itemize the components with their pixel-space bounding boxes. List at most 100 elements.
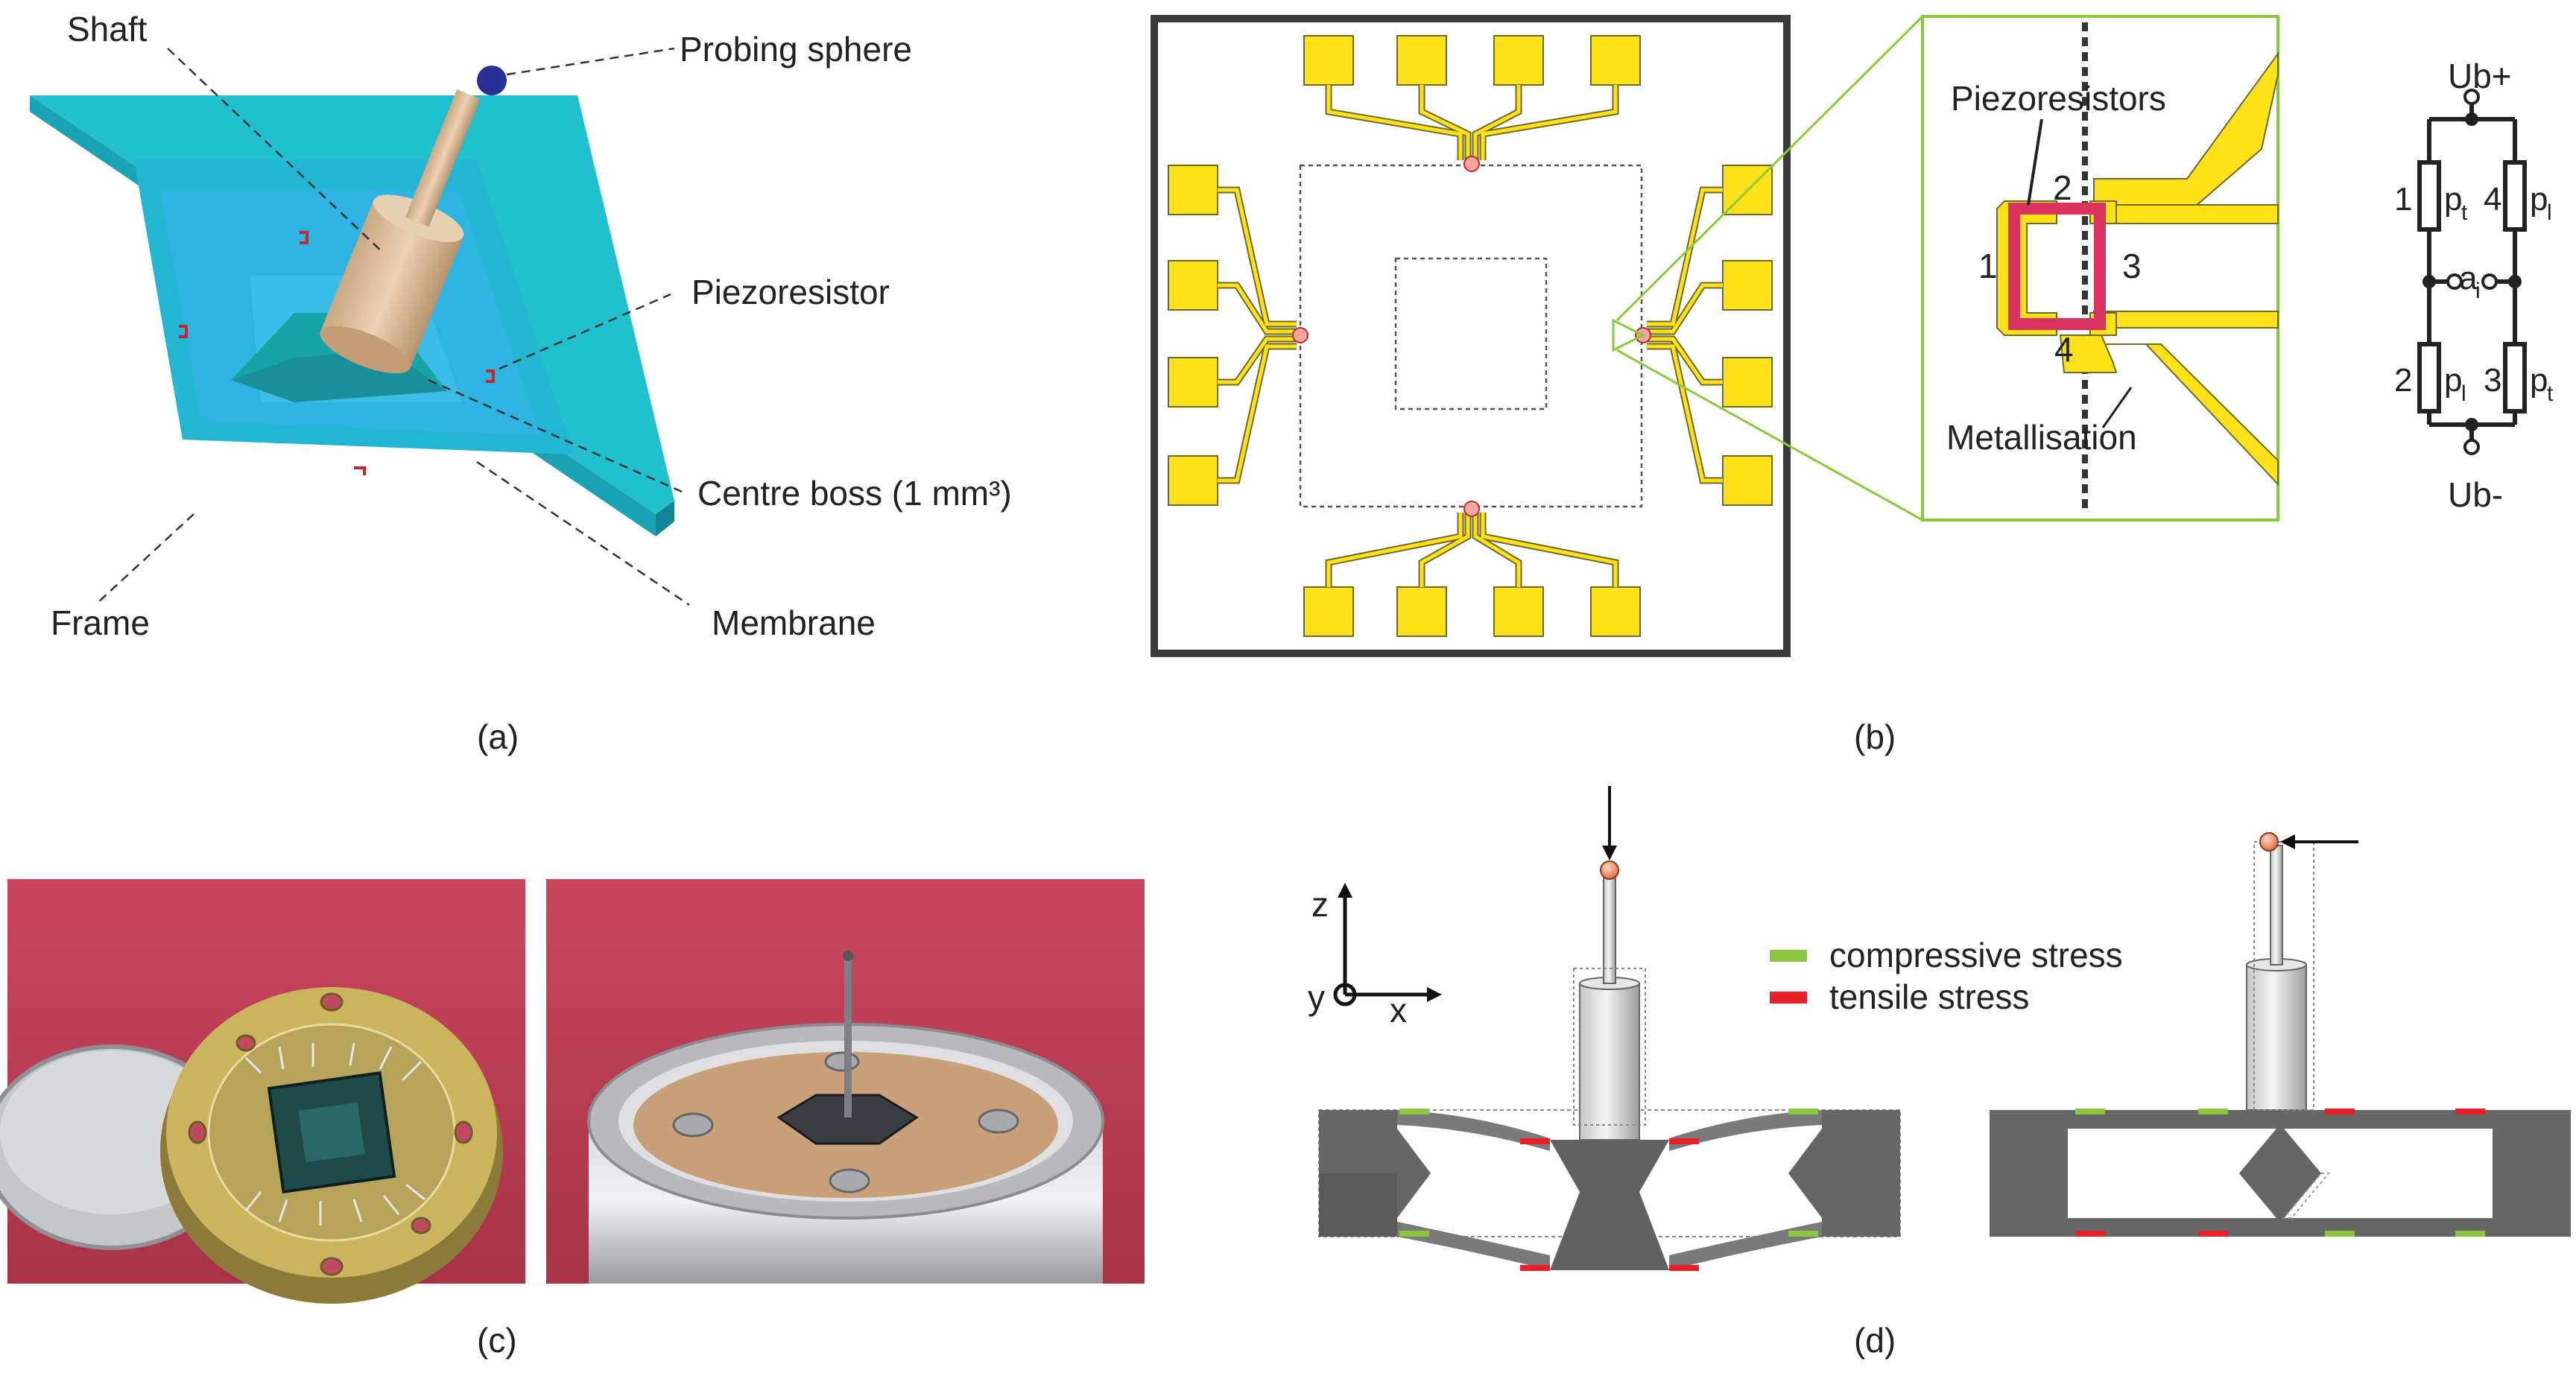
label-frame: Frame (51, 603, 150, 642)
shaft (320, 89, 481, 374)
probing-sphere (477, 66, 507, 95)
caption-a: (a) (477, 717, 519, 756)
metal-trace (1420, 85, 1470, 160)
metal-trace (1647, 188, 1723, 326)
leader-metallisation (2101, 387, 2133, 428)
bond-pad (1396, 35, 1447, 86)
boss-outline (1394, 257, 1548, 410)
label-r1-p: p (2444, 181, 2462, 218)
legend-label-tensile: tensile stress (1829, 977, 2029, 1016)
leader-piezoresistor (499, 293, 671, 370)
panel-a: Shaft Probing sphere Piezoresistor Centr… (30, 10, 1012, 756)
bridge-node-left (2422, 275, 2436, 288)
metal-trace (1481, 513, 1618, 587)
legend-swatch-compressive (1770, 950, 1807, 962)
metal-trace (1218, 188, 1297, 326)
piezoresistor-mark (354, 466, 366, 475)
metal-trace (1473, 85, 1521, 160)
label-ub-plus: Ub+ (2448, 57, 2512, 95)
label-r2-sub: l (2461, 381, 2466, 406)
probe-stylus (844, 957, 852, 1117)
metal-trace (1647, 344, 1723, 483)
leader-frame (96, 513, 194, 604)
probe-tip (843, 951, 853, 961)
label-n2: 2 (2053, 168, 2072, 207)
bond-pad (1722, 455, 1773, 506)
label-n4: 4 (2054, 330, 2074, 369)
bond-pad (1396, 586, 1447, 637)
label-r4-sub: l (2547, 200, 2552, 225)
bond-pad (1168, 357, 1218, 408)
bond-pad (1303, 586, 1354, 637)
label-membrane: Membrane (712, 603, 876, 642)
metal-trace (1420, 513, 1470, 587)
bridge-node-bottom (2465, 418, 2478, 431)
legend-swatch-tensile (1770, 992, 1807, 1003)
label-metallisation: Metallisation (1946, 418, 2137, 457)
terminal-ub-minus (2463, 439, 2480, 455)
resistor-site-left (1292, 327, 1308, 343)
label-piezoresistors: Piezoresistors (1951, 79, 2166, 118)
zoom-marker (1612, 318, 1646, 352)
leader-membrane (476, 460, 690, 606)
sensor-mount-holes (188, 992, 473, 1276)
leader-probing-sphere (506, 47, 675, 76)
leader-shaft (167, 48, 384, 254)
zoom-line-bottom (1616, 349, 1923, 521)
label-probing-sphere: Probing sphere (680, 30, 912, 69)
label-n1: 1 (1978, 247, 1998, 285)
label-r4: 4 (2484, 181, 2501, 218)
caption-c: (c) (477, 1321, 517, 1360)
terminal-ub-plus (2463, 89, 2480, 105)
label-axis-y: y (1308, 978, 1325, 1017)
structure-vertical-load (1318, 786, 1901, 1271)
sensor-chip-membrane (298, 1102, 365, 1163)
label-r2-p: p (2444, 362, 2462, 399)
metal-trace (1647, 283, 1723, 334)
bond-pad (1168, 455, 1218, 506)
axes-glyph (1333, 894, 1431, 1006)
bridge-node-top (2465, 112, 2478, 126)
bond-pad (1168, 260, 1218, 311)
structure-lateral-load (1990, 832, 2571, 1237)
label-centre-boss: Centre boss (1 mm³) (697, 474, 1012, 513)
caption-b: (b) (1854, 717, 1896, 756)
label-r2: 2 (2394, 362, 2412, 399)
legend-label-compressive: compressive stress (1829, 936, 2123, 974)
label-axis-x: x (1390, 991, 1407, 1030)
terminal-ai-right (2481, 273, 2498, 290)
label-ub-minus: Ub- (2448, 475, 2503, 514)
zoom-line-top (1615, 15, 1924, 322)
label-r1: 1 (2394, 181, 2412, 218)
label-ai: a (2459, 260, 2478, 297)
bond-pad (1493, 35, 1544, 86)
panel-c: (c) (0, 879, 1145, 1360)
bond-pad (1493, 586, 1544, 637)
metal-trace (1647, 337, 1723, 384)
label-n3: 3 (2122, 247, 2142, 285)
bond-wires (244, 1042, 425, 1225)
piezoresistor-mark (486, 370, 495, 383)
label-r1-sub: t (2461, 200, 2468, 225)
bridge-node-right (2508, 275, 2522, 288)
label-r3: 3 (2484, 362, 2501, 399)
bond-pad (1590, 35, 1641, 86)
axis-x-arrow (1427, 987, 1442, 1002)
panel-b: Piezoresistors Metallisation 2 1 3 4 (1151, 15, 2554, 756)
zoom-piezoresistor-square (2008, 203, 2106, 330)
metal-trace (1218, 337, 1297, 384)
label-piezoresistor: Piezoresistor (692, 273, 890, 311)
leader-centre-boss (428, 378, 683, 493)
resistor-site-bottom (1463, 501, 1480, 517)
label-axis-z: z (1311, 885, 1329, 924)
metal-trace (1326, 513, 1463, 587)
chip-outline (1151, 15, 1791, 657)
bond-pad (1303, 35, 1354, 86)
resistor-site-top (1463, 156, 1480, 172)
leader-piezoresistors (2027, 118, 2043, 206)
axis-z-arrow (1338, 883, 1352, 898)
terminal-ai-left (2446, 273, 2463, 290)
panel-d: z y x compressive stress tensile stress (1308, 786, 2571, 1360)
metal-trace (1218, 344, 1297, 483)
